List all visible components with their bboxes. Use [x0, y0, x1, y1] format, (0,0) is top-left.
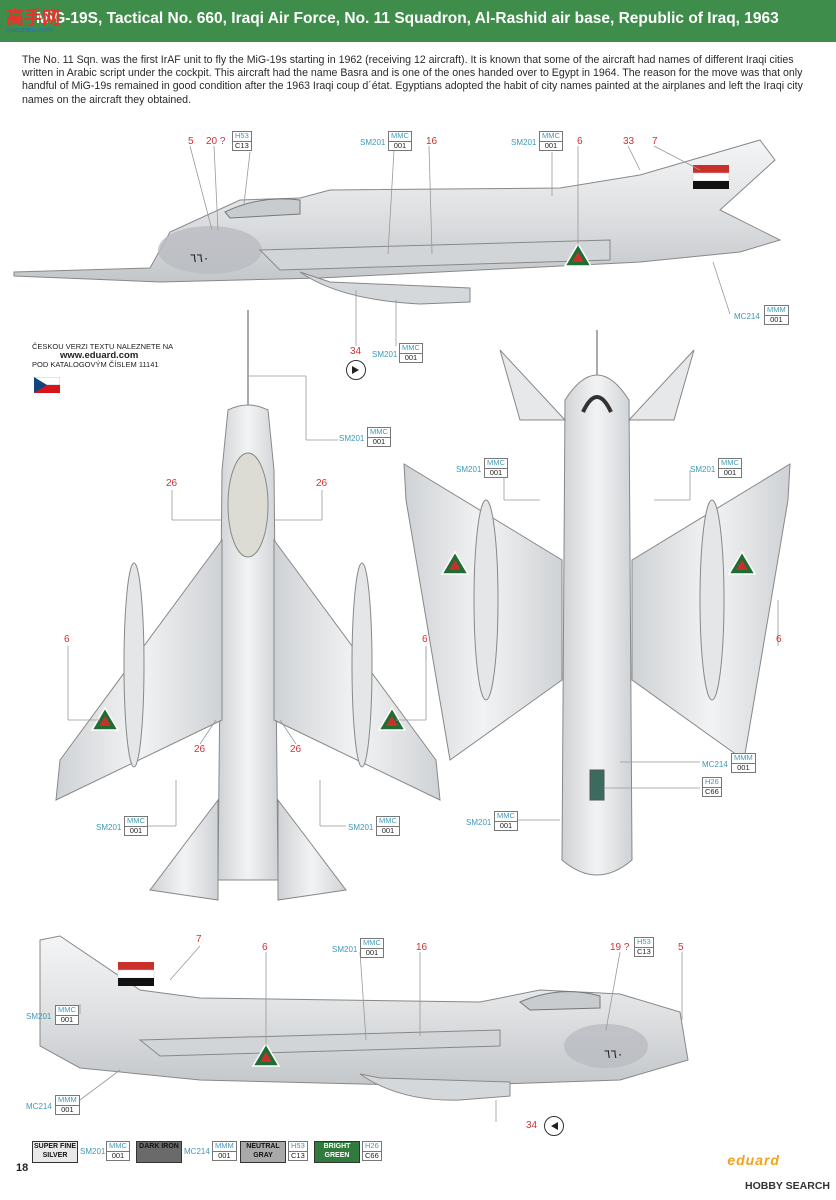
- paint-code-mc214-a: MC214: [734, 312, 760, 321]
- callout-34-bottom: 34: [526, 1120, 538, 1131]
- callout-26-c: 26: [194, 744, 206, 755]
- side-view-left: ٦٦٠: [13, 139, 782, 346]
- czech-url[interactable]: www.eduard.com: [60, 350, 139, 361]
- legend-code-mc214: MC214: [184, 1147, 210, 1156]
- callout-5-top: 5: [188, 136, 194, 147]
- czech-note: ČESKOU VERZI TEXTU NALEZNETE NA www.edua…: [32, 342, 212, 369]
- callout-26-a: 26: [166, 478, 178, 489]
- paint-code-sm201-a: SM201: [360, 138, 386, 147]
- page-number: 18: [16, 1162, 29, 1174]
- callout-6-bottom: 6: [262, 942, 268, 953]
- callout-16-top: 16: [426, 136, 438, 147]
- callout-7-top: 7: [652, 136, 658, 147]
- hobby-search-watermark: HOBBY SEARCH: [745, 1180, 830, 1192]
- paint-code-mc214-b: MC214: [702, 760, 728, 769]
- arrow-left-icon: [544, 1116, 564, 1136]
- callout-20-top: 20 ?: [206, 136, 226, 147]
- czech-line2: POD KATALOGOVÝM ČÍSLEM 11141: [32, 360, 159, 369]
- callout-34-top: 34: [350, 346, 362, 357]
- logo-text: 高手网: [6, 8, 60, 29]
- arrow-right-icon: [346, 360, 366, 380]
- bottom-view: [403, 330, 791, 876]
- paint-code-sm201-h: SM201: [690, 465, 716, 474]
- paint-code-sm201-i: SM201: [466, 818, 492, 827]
- top-view: [55, 310, 441, 901]
- callout-33-top: 33: [623, 136, 635, 147]
- callout-26-b: 26: [316, 478, 328, 489]
- legend-code-sm201: SM201: [80, 1147, 106, 1156]
- callout-16-bottom: 16: [416, 942, 428, 953]
- paint-code-sm201-j: SM201: [332, 945, 358, 954]
- callout-26-d: 26: [290, 744, 302, 755]
- header-bar: MiG-19S, Tactical No. 660, Iraqi Air For…: [0, 0, 836, 42]
- legend-swatch-silver: SUPER FINE SILVER: [32, 1141, 78, 1163]
- czech-flag-icon: [34, 377, 60, 393]
- side-view-right: ٦٦٠: [39, 935, 689, 1122]
- callout-6-c: 6: [776, 634, 782, 645]
- czech-line1: ČESKOU VERZI TEXTU NALEZNETE NA: [32, 342, 174, 351]
- callout-19-bottom: 19 ?: [610, 942, 630, 953]
- tail-code-top: ٦٦٠: [190, 251, 209, 265]
- paint-code-sm201-f: SM201: [348, 823, 374, 832]
- paint-code-sm201-g: SM201: [456, 465, 482, 474]
- intro-paragraph: The No. 11 Sqn. was the first IrAF unit …: [22, 54, 803, 106]
- paint-code-sm201-b: SM201: [511, 138, 537, 147]
- site-logo[interactable]: 高手网 gaoshou.com: [0, 0, 78, 34]
- paint-code-sm201-k: SM201: [26, 1012, 52, 1021]
- paint-code-sm201-d: SM201: [339, 434, 365, 443]
- page-title: MiG-19S, Tactical No. 660, Iraqi Air For…: [36, 10, 779, 27]
- callout-5-bottom: 5: [678, 942, 684, 953]
- callout-6-top: 6: [577, 136, 583, 147]
- paint-code-sm201-e: SM201: [96, 823, 122, 832]
- legend-swatch-bright-green: BRIGHT GREEN: [314, 1141, 360, 1163]
- legend-swatch-neutral-gray: NEUTRAL GRAY: [240, 1141, 286, 1163]
- callout-6-b: 6: [422, 634, 428, 645]
- tail-code-bottom: ٦٦٠: [604, 1047, 623, 1061]
- logo-subtext: gaoshou.com: [6, 26, 53, 34]
- eduard-logo: eduard: [727, 1152, 780, 1168]
- paint-code-mc214-c: MC214: [26, 1102, 52, 1111]
- callout-6-a: 6: [64, 634, 70, 645]
- legend-swatch-dark-iron: DARK IRON: [136, 1141, 182, 1163]
- callout-7-bottom: 7: [196, 934, 202, 945]
- paint-code-sm201-c: SM201: [372, 350, 398, 359]
